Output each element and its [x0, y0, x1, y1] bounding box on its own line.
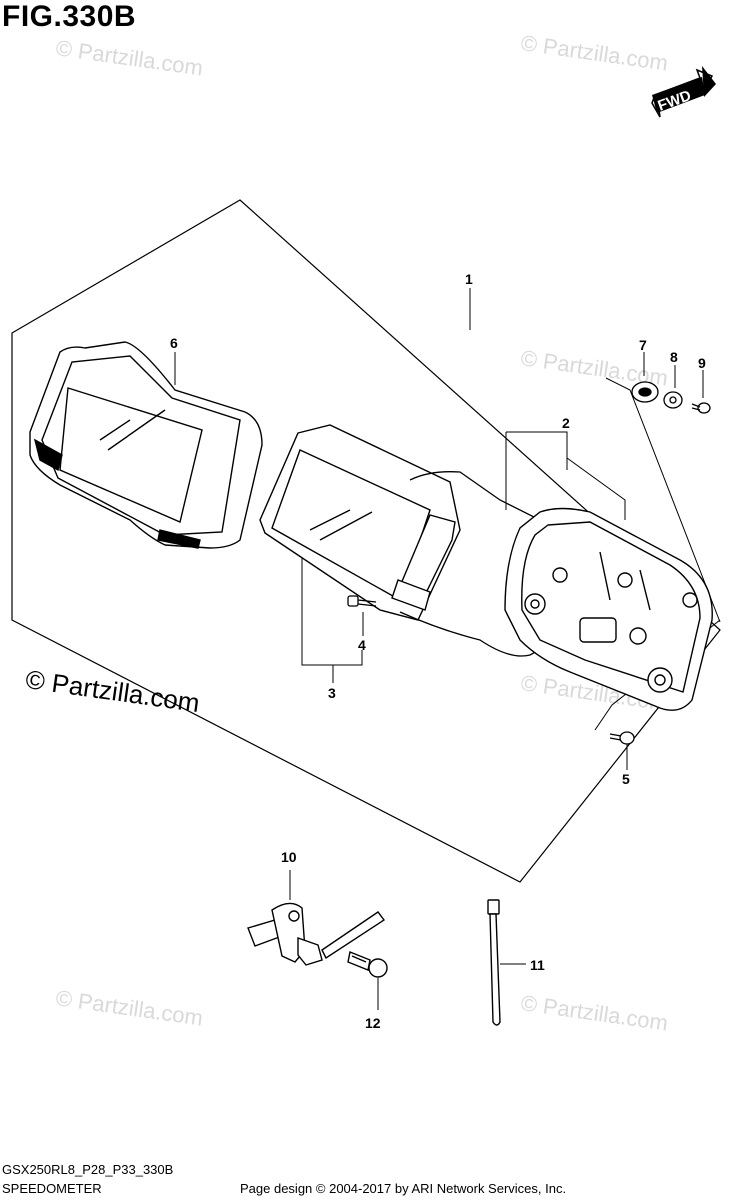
callout-4: 4 [358, 637, 366, 653]
callout-10: 10 [281, 849, 297, 865]
screw-part-5 [609, 731, 635, 745]
display-unit [259, 424, 461, 621]
callout-7: 7 [639, 337, 647, 353]
section-name: SPEEDOMETER [2, 1181, 102, 1196]
figure-title: FIG.330B [2, 0, 137, 33]
callout-6: 6 [170, 335, 178, 351]
watermark: © Partzilla.com [519, 30, 669, 75]
callout-11: 11 [530, 957, 545, 973]
sensor-part-10 [247, 902, 386, 966]
model-code: GSX250RL8_P28_P33_330B [2, 1162, 174, 1177]
callout-12: 12 [365, 1015, 381, 1031]
screw-part-4 [347, 595, 377, 607]
copyright-credit: © Partzilla.com [23, 664, 202, 719]
callout-5: 5 [622, 771, 630, 787]
watermark: © Partzilla.com [54, 985, 204, 1030]
callout-8: 8 [670, 349, 678, 365]
callout-labels: 1 2 3 4 5 6 7 8 9 10 11 12 [170, 271, 706, 1031]
watermark: © Partzilla.com [54, 35, 204, 80]
bolt-part-12 [347, 951, 388, 978]
page-credit: Page design © 2004-2017 by ARI Network S… [240, 1181, 567, 1196]
callout-2: 2 [562, 415, 570, 431]
bolt-part-9 [691, 402, 711, 414]
washer-part-8 [663, 391, 683, 409]
callout-9: 9 [698, 355, 706, 371]
assembly-outline [11, 199, 721, 883]
grommet-part-7 [631, 381, 659, 403]
callout-3: 3 [328, 685, 336, 701]
meter-cover [29, 341, 263, 549]
cable-tie-part-11 [487, 899, 501, 1026]
lower-case [504, 507, 713, 711]
callout-1: 1 [465, 271, 473, 287]
fwd-label: FWD [656, 87, 694, 115]
watermark: © Partzilla.com [519, 990, 669, 1035]
